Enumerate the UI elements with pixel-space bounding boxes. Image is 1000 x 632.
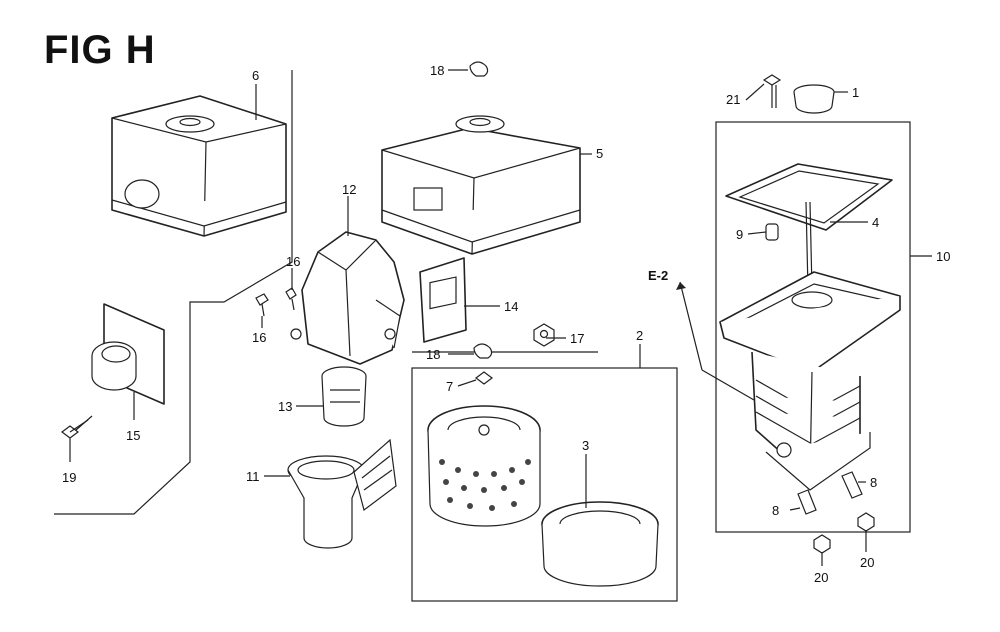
callout-20-left: 20	[814, 570, 828, 585]
callout-3: 3	[582, 438, 589, 453]
part-13-prefilter	[321, 366, 367, 427]
leader-lines	[69, 69, 932, 566]
callout-7: 7	[446, 379, 453, 394]
callout-20-right: 20	[860, 555, 874, 570]
element-group-box	[411, 367, 678, 602]
part-9-collar	[765, 223, 779, 241]
part-5-cover	[381, 115, 581, 255]
callout-8-right: 8	[870, 475, 877, 490]
part-14-gasket	[419, 257, 467, 343]
part-1-ring	[793, 84, 835, 114]
callout-18-lower: 18	[426, 347, 440, 362]
cover-group-boundary	[54, 70, 293, 515]
callout-14: 14	[504, 299, 518, 314]
callout-19: 19	[62, 470, 76, 485]
callout-11: 11	[246, 469, 260, 484]
reference-e2: E-2	[648, 268, 668, 283]
part-11-funnel	[287, 438, 397, 549]
part-8-pins	[797, 471, 863, 515]
air-cleaner-case	[719, 271, 901, 491]
callout-16-lower: 16	[252, 330, 266, 345]
callout-17: 17	[570, 331, 584, 346]
callout-9: 9	[736, 227, 743, 242]
part-6-cover	[111, 95, 287, 237]
callout-4: 4	[872, 215, 879, 230]
part-17-nut	[533, 323, 555, 347]
callout-16-upper: 16	[286, 254, 300, 269]
part-3-foam	[541, 501, 659, 587]
callout-1: 1	[852, 85, 859, 100]
callout-15: 15	[126, 428, 140, 443]
part-20-nuts	[813, 512, 875, 554]
part-21-bolt	[762, 74, 782, 108]
callout-13: 13	[278, 399, 292, 414]
callout-5: 5	[596, 146, 603, 161]
part-18-clips	[469, 61, 493, 359]
callout-18-top: 18	[430, 63, 444, 78]
part-19-bolt	[61, 415, 93, 439]
part-4-gasket	[725, 163, 893, 291]
part-7-wingnut	[475, 371, 493, 385]
figure-title: FIG H	[44, 28, 156, 72]
callout-8-left: 8	[772, 503, 779, 518]
callout-2: 2	[636, 328, 643, 343]
part-2-element	[427, 405, 541, 527]
callout-6: 6	[252, 68, 259, 83]
part-15-elbow	[91, 303, 165, 405]
case-group-box	[715, 121, 911, 533]
part-16-screws	[255, 287, 297, 317]
callout-10: 10	[936, 249, 950, 264]
part-12-duct	[290, 231, 405, 365]
callout-12: 12	[342, 182, 356, 197]
callout-21: 21	[726, 92, 740, 107]
